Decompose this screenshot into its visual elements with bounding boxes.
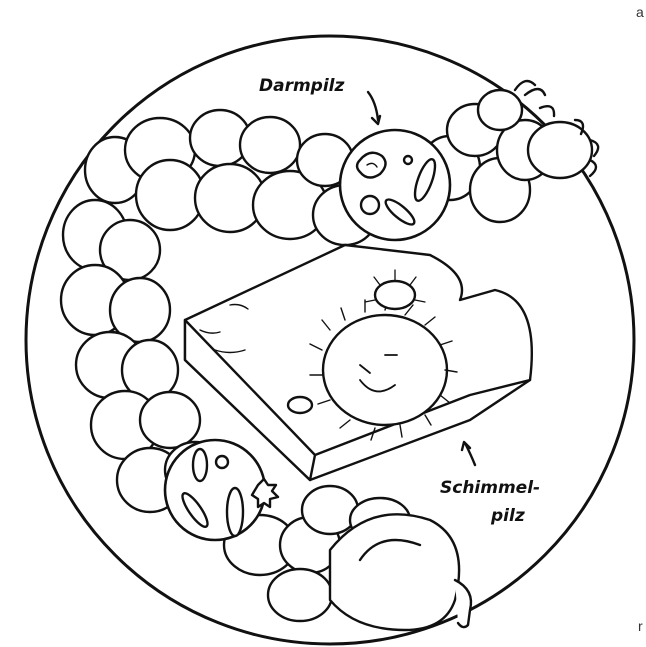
gut-fungus-lens (340, 130, 450, 240)
intestine-upper (85, 90, 592, 245)
arrow-schimmelpilz (462, 442, 475, 465)
corner-mark-bottom: r (638, 618, 643, 634)
corner-mark-top: a (636, 4, 644, 20)
label-schimmelpilz-line1: Schimmel- (440, 478, 540, 498)
label-schimmelpilz-line2: pilz (491, 506, 525, 526)
arrow-darmpilz (368, 92, 380, 124)
label-darmpilz: Darmpilz (259, 76, 344, 96)
